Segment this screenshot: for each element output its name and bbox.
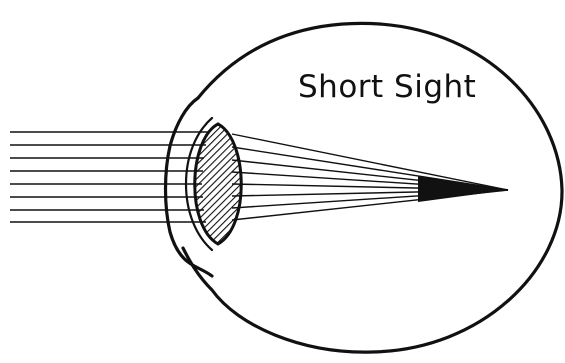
hatched-lens <box>195 124 242 244</box>
focal-cone <box>418 176 508 202</box>
incoming-parallel-rays <box>10 132 208 222</box>
diagram-label: Short Sight <box>298 72 476 103</box>
converging-rays <box>232 134 508 220</box>
